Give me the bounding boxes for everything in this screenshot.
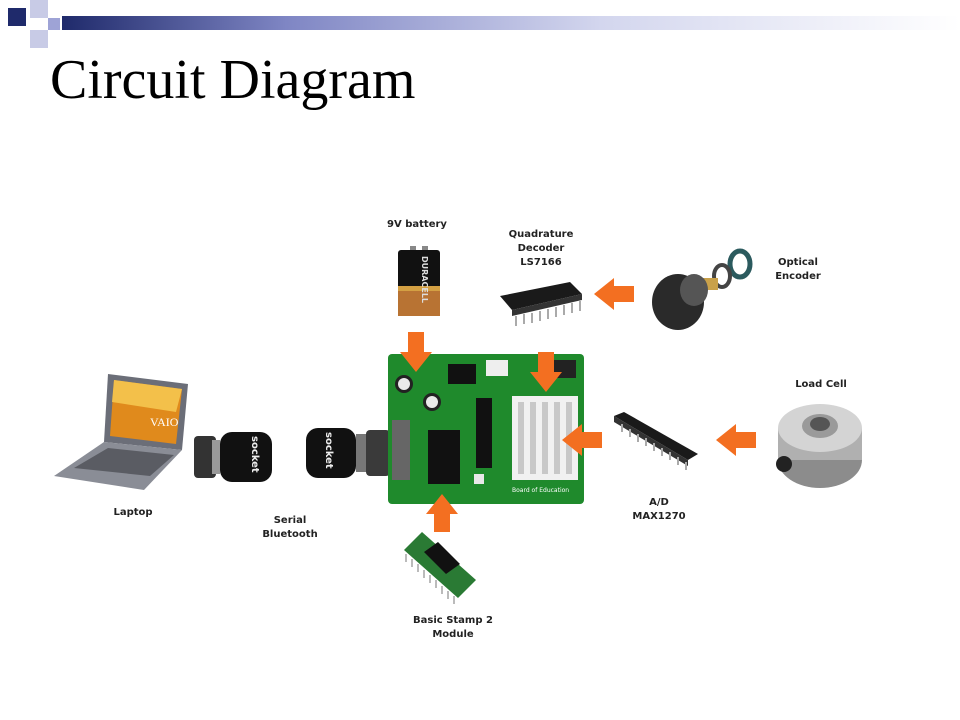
arrow-stamp-to-board (426, 494, 458, 532)
bluetooth-adapter-left-image: socket (194, 432, 272, 482)
battery-image: DURACELL (398, 246, 440, 316)
laptop-label: Laptop (113, 507, 153, 518)
svg-text:VAIO: VAIO (150, 415, 179, 429)
ad-converter-label: A/D MAX1270 (632, 497, 686, 522)
laptop-image: VAIO (54, 374, 188, 490)
decoder-label: Quadrature Decoder LS7166 (508, 229, 574, 268)
decoder-chip-image (500, 282, 582, 326)
header-square-light (30, 30, 48, 48)
header-gradient-bar (62, 16, 960, 30)
svg-text:socket: socket (323, 432, 334, 469)
svg-text:DURACELL: DURACELL (420, 256, 429, 303)
arrow-loadcell-to-adc (716, 424, 756, 456)
arrow-encoder-to-decoder (594, 278, 634, 310)
header-square-light (30, 0, 48, 18)
optical-encoder-label: Optical Encoder (775, 257, 821, 282)
basic-stamp-module-image (404, 532, 476, 604)
load-cell-label: Load Cell (795, 379, 847, 390)
header-decoration (0, 0, 960, 48)
ad-converter-chip-image (614, 412, 698, 470)
svg-text:Board of Education: Board of Education (512, 487, 569, 494)
stamp-label: Basic Stamp 2 Module (413, 615, 493, 640)
load-cell-image (776, 404, 862, 488)
bluetooth-adapter-right-image: socket (306, 428, 390, 478)
svg-text:socket: socket (249, 436, 260, 473)
slide-title: Circuit Diagram (50, 49, 416, 111)
battery-label: 9V battery (387, 219, 447, 230)
header-square-mid (48, 18, 60, 30)
arrow-battery-to-board (400, 332, 432, 372)
serial-bluetooth-label: Serial Bluetooth (262, 515, 318, 540)
optical-encoder-image (652, 248, 753, 330)
arrow-decoder-to-board (530, 352, 562, 392)
arrow-adc-to-board (562, 424, 602, 456)
header-square-dark (8, 8, 26, 26)
